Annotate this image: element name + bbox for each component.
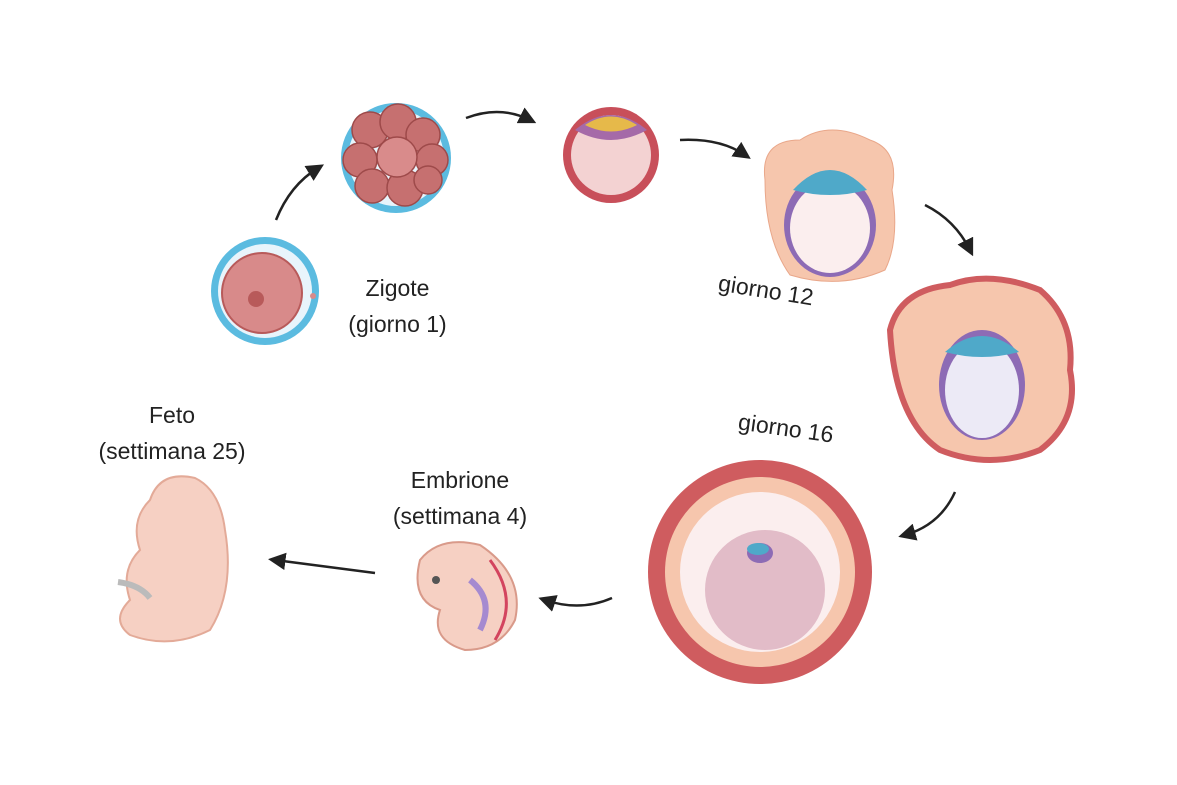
fetus-label: Feto (settimana 25): [72, 397, 272, 469]
blastocyst-illustration: [563, 107, 659, 203]
zygote-title: Zigote: [365, 275, 430, 301]
zygote-subtitle: (giorno 1): [348, 311, 447, 337]
embryo-title: Embrione: [410, 467, 510, 493]
fetus-subtitle: (settimana 25): [98, 438, 246, 464]
zygote-illustration: [211, 237, 319, 345]
zygote-label: Zigote (giorno 1): [340, 270, 455, 342]
fetus-illustration: [117, 475, 229, 643]
arrow-3: [679, 138, 751, 159]
arrow-6: [538, 595, 613, 612]
arrow-2: [465, 107, 537, 124]
embryo-label: Embrione (settimana 4): [370, 462, 550, 534]
day16-illustration: [648, 460, 872, 684]
arrow-5: [898, 491, 957, 541]
arrow-1: [274, 164, 324, 221]
day12-illustration: [763, 129, 896, 282]
arrows: [268, 107, 974, 612]
fetus-title: Feto: [148, 402, 196, 428]
implanted-embryo-illustration: [886, 275, 1075, 463]
morula-illustration: [341, 103, 451, 213]
arrow-4: [924, 203, 974, 257]
embryo-illustration: [416, 541, 518, 652]
arrow-7: [268, 552, 376, 575]
embryo-subtitle: (settimana 4): [392, 503, 528, 529]
